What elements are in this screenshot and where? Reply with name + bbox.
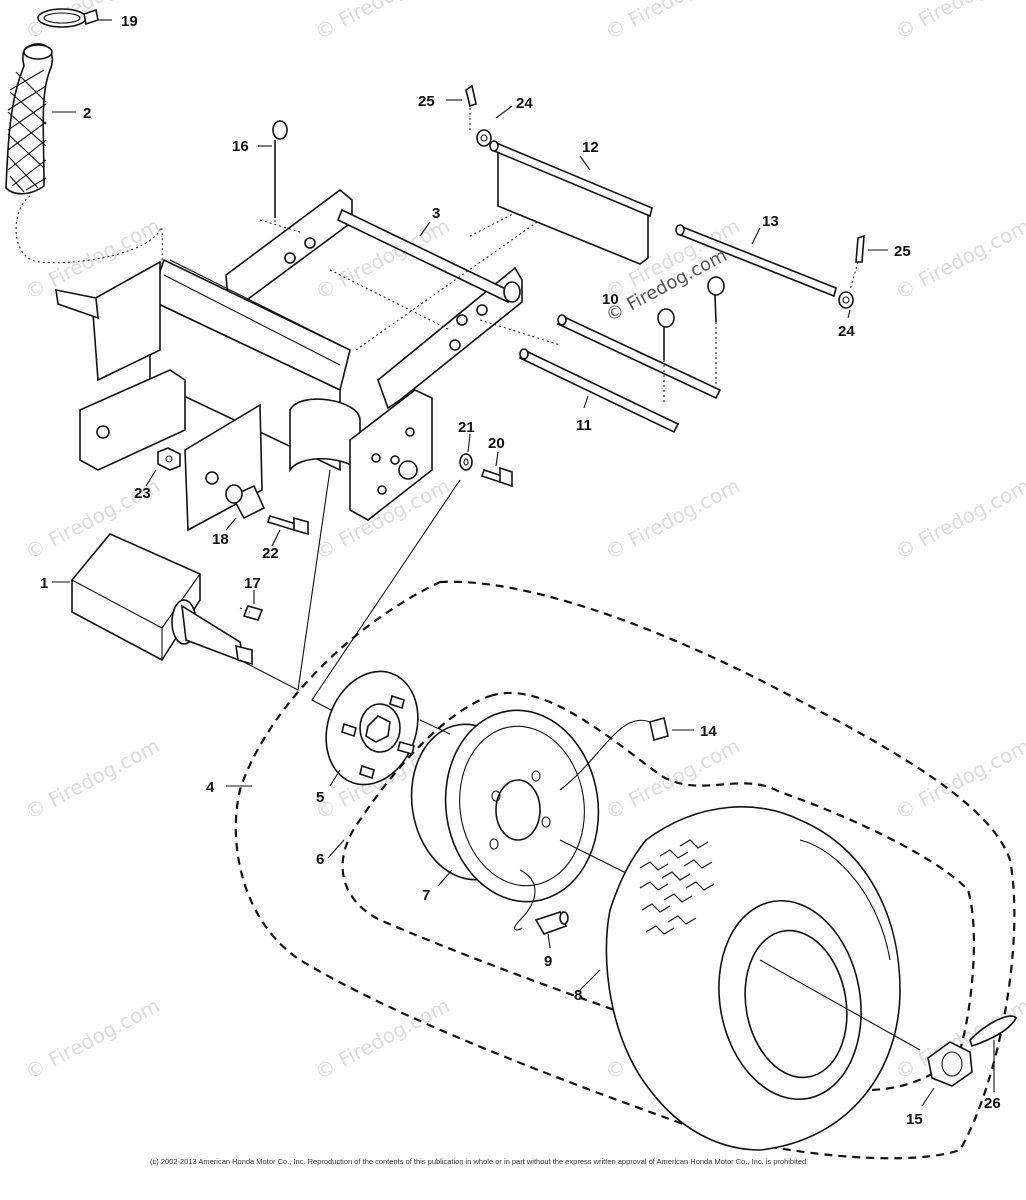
lynch-pin-part bbox=[272, 120, 725, 360]
cotter-pin-part bbox=[465, 84, 865, 309]
pin-part bbox=[518, 314, 722, 434]
callout-11: 11 bbox=[576, 417, 592, 434]
wheel-assembly-outline bbox=[234, 580, 1016, 1160]
key-part bbox=[242, 605, 264, 621]
callout-17: 17 bbox=[244, 575, 261, 592]
watermark-tile-3: © Firedog.com bbox=[891, 0, 1026, 44]
callout-25-right: 25 bbox=[894, 243, 911, 260]
axle-part bbox=[71, 533, 253, 666]
callout-9: 9 bbox=[544, 953, 552, 970]
bolt-part bbox=[266, 466, 513, 536]
nut-part bbox=[157, 447, 181, 471]
callout-12: 12 bbox=[582, 139, 599, 156]
wheel-rim-part bbox=[410, 709, 600, 903]
callout-4: 4 bbox=[206, 779, 215, 796]
callout-25-top: 25 bbox=[418, 93, 435, 110]
bar-part bbox=[489, 140, 653, 265]
callout-3: 3 bbox=[432, 205, 440, 222]
callout-26: 26 bbox=[984, 1095, 1001, 1112]
watermark-tile-1: © Firedog.com bbox=[311, 0, 454, 44]
callout-23: 23 bbox=[134, 485, 151, 502]
rod-part bbox=[675, 224, 837, 298]
tread-pattern bbox=[639, 839, 715, 935]
callout-6: 6 bbox=[316, 851, 324, 868]
callout-24-right: 24 bbox=[838, 323, 855, 340]
callout-1: 1 bbox=[40, 575, 48, 592]
leader-lines bbox=[52, 19, 995, 1107]
callout-14: 14 bbox=[700, 723, 717, 740]
tire-part bbox=[605, 806, 901, 1151]
callout-8: 8 bbox=[574, 987, 582, 1004]
castle-nut-part bbox=[927, 1041, 973, 1087]
watermark-tile-16: © Firedog.com bbox=[21, 993, 164, 1084]
callout-10: 10 bbox=[602, 291, 619, 308]
copyright-notice: (c) 2002-2013 American Honda Motor Co., … bbox=[150, 1157, 808, 1166]
callout-labels: 19 2 25 24 16 12 3 13 25 10 24 11 21 20 … bbox=[40, 13, 1001, 1128]
callout-20: 20 bbox=[488, 435, 505, 452]
callout-13: 13 bbox=[762, 213, 779, 230]
watermark-tile-7: © Firedog.com bbox=[891, 213, 1026, 304]
valve-stem-part bbox=[534, 911, 569, 935]
callout-5: 5 bbox=[316, 789, 324, 806]
callout-21: 21 bbox=[458, 419, 475, 436]
watermark-tile-12: © Firedog.com bbox=[21, 733, 164, 824]
callout-15: 15 bbox=[906, 1111, 923, 1128]
callout-24-top: 24 bbox=[516, 95, 533, 112]
watermark-tile-2: © Firedog.com bbox=[601, 0, 744, 44]
callout-19: 19 bbox=[121, 13, 138, 30]
washer-part bbox=[459, 453, 473, 471]
hose-part bbox=[5, 43, 53, 195]
callout-16: 16 bbox=[232, 138, 249, 155]
watermark-tile-10: © Firedog.com bbox=[601, 473, 744, 564]
callout-22: 22 bbox=[262, 545, 279, 562]
hub-part bbox=[325, 670, 419, 786]
callout-18: 18 bbox=[212, 531, 229, 548]
watermark-tile-11: © Firedog.com bbox=[891, 473, 1026, 564]
callout-2: 2 bbox=[83, 105, 91, 122]
valve-cap-part bbox=[649, 716, 669, 742]
spacer-part bbox=[225, 484, 266, 520]
callout-7: 7 bbox=[422, 887, 430, 904]
watermark-tile-17: © Firedog.com bbox=[311, 993, 454, 1084]
hose-clamp-part bbox=[37, 8, 99, 28]
watermark-tile-15: © Firedog.com bbox=[891, 733, 1026, 824]
cotter-pin-part-2 bbox=[969, 1015, 1017, 1048]
